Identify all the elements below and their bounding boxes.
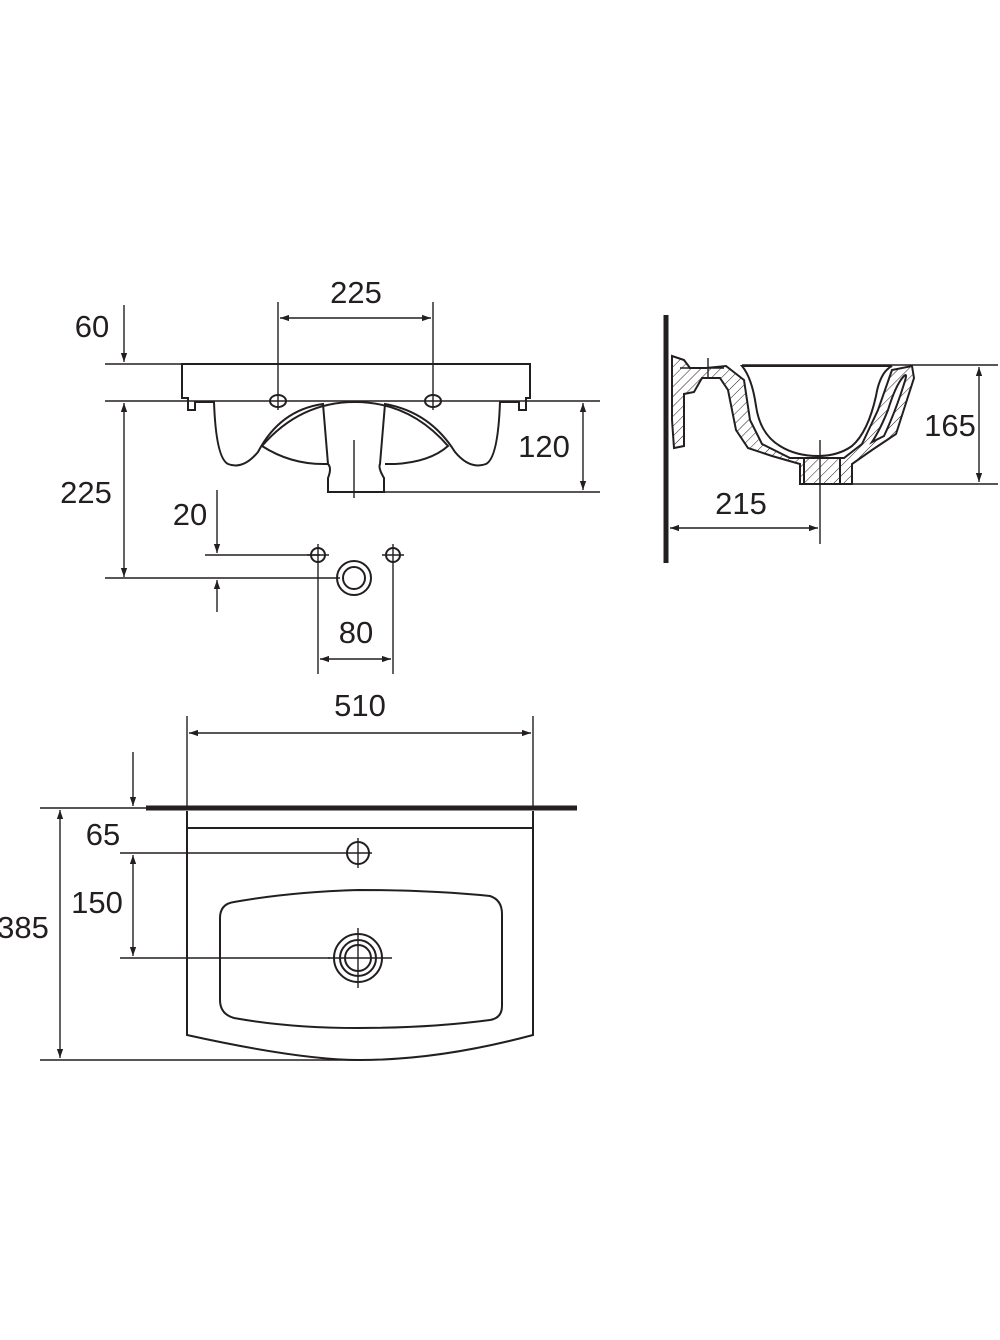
basin-front-bowl [261, 400, 450, 465]
drain-pipe-outer [336, 560, 372, 596]
dim-hole-spacing-label: 225 [330, 275, 382, 310]
basin-top-outline [186, 811, 534, 1062]
dim-side-depth-label: 215 [715, 486, 767, 521]
dim-width-label: 510 [334, 688, 386, 723]
dim-bowl-depth-label: 120 [518, 429, 570, 464]
dim-height-label: 225 [60, 475, 112, 510]
basin-side-drain [803, 457, 841, 485]
dim-side-height-label: 165 [924, 408, 976, 443]
basin-front-bowl-left [261, 445, 328, 465]
dim-top-offset-label: 60 [75, 309, 109, 344]
basin-side-overflow [869, 374, 907, 445]
front-view: 225 60 225 120 20 80 [60, 275, 600, 674]
top-view: 510 65 150 385 [0, 688, 577, 1062]
drain-pipe-inner [342, 566, 366, 590]
dim-pipe-spacing-label: 80 [339, 615, 373, 650]
basin-side-section [671, 354, 916, 485]
basin-top-bowl [219, 888, 503, 1030]
dim-offset-small-label: 20 [173, 497, 207, 532]
basin-front-outline [181, 363, 531, 493]
dim-drain-offset-label: 150 [71, 885, 123, 920]
basin-side-bowl [739, 365, 893, 458]
side-view: 165 215 [663, 315, 998, 563]
dim-tap-offset-label: 65 [86, 817, 120, 852]
dim-top-depth-label: 385 [0, 910, 49, 945]
